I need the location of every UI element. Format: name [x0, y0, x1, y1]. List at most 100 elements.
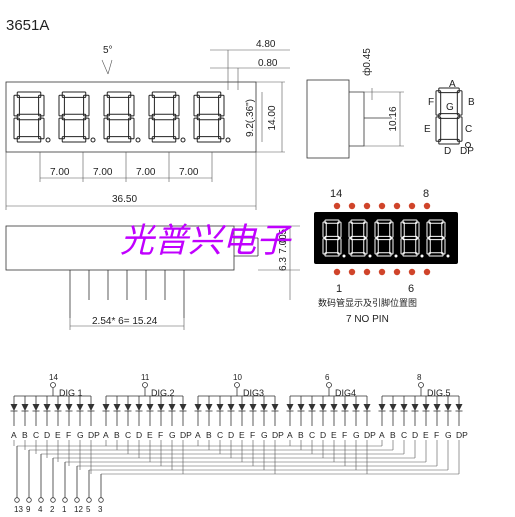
- segment-d: [16, 136, 42, 143]
- segment-label: E: [147, 430, 153, 440]
- segment-f: [435, 90, 442, 116]
- segment-d: [61, 136, 87, 143]
- segment-legend: A F G B E C D DP: [424, 79, 475, 157]
- segment-label: D: [136, 430, 142, 440]
- segment-label: A: [195, 430, 201, 440]
- segment-g: [16, 113, 42, 121]
- pin-label-6: 6: [408, 283, 414, 295]
- segment-pin-terminal: [26, 497, 32, 503]
- segment-a: [151, 91, 177, 98]
- pitch-label-2: 7.00: [93, 167, 113, 178]
- segment-label: DP: [456, 430, 468, 440]
- digit-pin-number: 8: [417, 373, 422, 382]
- watermark: 光普兴电子: [120, 221, 292, 261]
- diode: [65, 404, 73, 411]
- pitch-label-4: 7.00: [179, 167, 199, 178]
- legend-label-g: G: [446, 102, 454, 113]
- segment-label: G: [261, 430, 268, 440]
- segment-pin-number: 13: [14, 505, 23, 514]
- legend-label-c: C: [465, 124, 472, 135]
- segment-b: [456, 90, 463, 116]
- legend-digit: [435, 87, 471, 148]
- segment-label: A: [379, 430, 385, 440]
- pin-label-14: 14: [330, 188, 342, 200]
- segment-g: [324, 235, 340, 241]
- display-digit-1: [322, 219, 342, 257]
- segment-d: [106, 136, 132, 143]
- diode: [194, 404, 202, 411]
- bottom-view-body: [5, 225, 235, 271]
- legend-digit-shape: [435, 87, 463, 145]
- segment-label: C: [125, 430, 131, 440]
- pitch-label-3: 7.00: [136, 167, 156, 178]
- segment-label: A: [287, 430, 293, 440]
- segment-label: G: [169, 430, 176, 440]
- segment-label: C: [309, 430, 315, 440]
- diode: [43, 404, 51, 411]
- digit-label: DIG3: [243, 388, 264, 398]
- segment-label: F: [434, 430, 439, 440]
- segment-label: D: [320, 430, 326, 440]
- pin-dot-bottom-7: [423, 268, 431, 276]
- pitch-label-1: 7.00: [50, 167, 70, 178]
- pin-dot-top-2: [348, 202, 356, 210]
- segment-e: [148, 117, 155, 140]
- segment-pin-terminal: [38, 497, 44, 503]
- display-dp-1: [342, 254, 346, 258]
- diode: [102, 404, 110, 411]
- front-digit-1: [13, 91, 45, 143]
- front-dp-3: [135, 137, 141, 143]
- display-dp-3: [394, 254, 398, 258]
- digit-pin-terminal: [326, 382, 332, 388]
- pin-dot-top-1: [333, 202, 341, 210]
- front-digits: [13, 91, 231, 143]
- diode: [124, 404, 132, 411]
- digit-pin-terminal: [234, 382, 240, 388]
- side-view-body: [306, 79, 350, 159]
- segment-c: [128, 117, 135, 140]
- segment-pin-number: 5: [86, 505, 91, 514]
- segment-e: [193, 117, 200, 140]
- segment-d: [438, 138, 460, 145]
- segment-label: G: [445, 430, 452, 440]
- segment-label: E: [239, 430, 245, 440]
- front-dp-1: [45, 137, 51, 143]
- segment-label: DP: [88, 430, 100, 440]
- segment-f: [148, 94, 155, 117]
- diode: [319, 404, 327, 411]
- diode: [113, 404, 121, 411]
- segment-b: [173, 94, 180, 117]
- pin-pitch-label: 2.54* 6= 15.24: [92, 316, 158, 327]
- segment-label: E: [55, 430, 61, 440]
- diode: [389, 404, 397, 411]
- dim-05-label: 0.5: [278, 229, 289, 243]
- segment-g: [438, 113, 460, 119]
- segment-label: B: [298, 430, 304, 440]
- segment-label: B: [390, 430, 396, 440]
- side-view: ф0.45 10.16: [306, 48, 404, 159]
- pin-label-1: 1: [336, 283, 342, 295]
- display-module: [314, 212, 458, 264]
- diode: [227, 404, 235, 411]
- diode: [135, 404, 143, 411]
- pitch-ticks: [39, 152, 213, 182]
- segment-b: [83, 94, 90, 117]
- segment-label: B: [206, 430, 212, 440]
- diode: [21, 404, 29, 411]
- segment-b: [38, 94, 45, 117]
- pin-caption-en: 7 NO PIN: [346, 314, 389, 325]
- segment-f: [193, 94, 200, 117]
- legend-label-b: B: [468, 97, 475, 108]
- pin-label-8: 8: [423, 188, 429, 200]
- segment-label: A: [103, 430, 109, 440]
- diode: [179, 404, 187, 411]
- segment-pin-number: 2: [50, 505, 55, 514]
- front-view: 5° 4.80 0.80 14.00 9.2(.36") 7.00 7.00 7…: [5, 39, 290, 210]
- segment-label: C: [33, 430, 39, 440]
- segment-g: [151, 113, 177, 121]
- segment-b: [218, 94, 225, 117]
